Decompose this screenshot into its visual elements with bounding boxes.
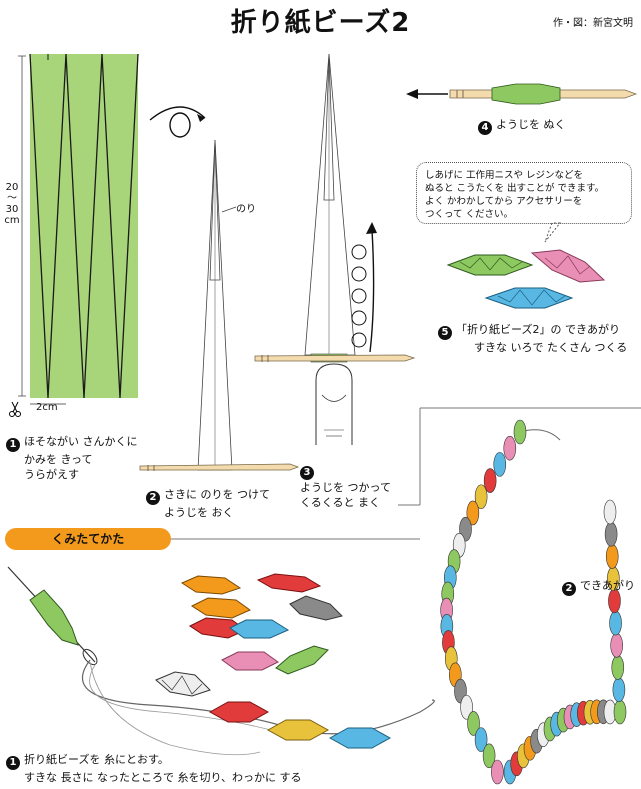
necklace-bead (605, 544, 619, 569)
necklace-bead (493, 452, 507, 477)
necklace-bead (513, 419, 527, 445)
necklace-bead (466, 500, 480, 526)
necklace-bead (474, 484, 488, 510)
toothpick-step2 (139, 463, 300, 471)
necklace-bead (482, 743, 496, 769)
page-title: 折り紙ビーズ2 (230, 8, 411, 38)
author-credit: 作・図：新宮文明 (553, 18, 633, 29)
necklace-bead (604, 521, 618, 547)
bead-blue-1 (484, 287, 574, 309)
necklace-bead (460, 694, 473, 720)
loose-beads (180, 573, 343, 675)
necklace-bead (610, 633, 623, 658)
paper-triangle-step3 (304, 53, 356, 363)
necklace-bead (603, 499, 617, 525)
section-header-assembly: くみたてかた (5, 528, 171, 550)
scissors-icon (9, 401, 21, 417)
rolling-arrow-icon (351, 222, 377, 353)
paper-triangle-step2 (197, 139, 237, 471)
necklace-bead (483, 468, 497, 493)
bead-pink-1 (530, 249, 606, 283)
necklace-bead (609, 610, 622, 636)
toothpick-step3 (254, 354, 416, 362)
step-5-text: 5「折り紙ビーズ2」の できあがり すきな いろで たくさん つくる (438, 322, 627, 355)
bead-green-1 (446, 254, 534, 276)
beads-on-thread (155, 671, 392, 749)
necklace-bead (611, 655, 625, 680)
necklace-bead (613, 699, 627, 725)
flip-arrow-icon (149, 106, 206, 138)
toothpick-step4 (406, 83, 638, 105)
finger-icon (315, 363, 353, 445)
necklace-bead (467, 711, 480, 736)
necklace-bead (612, 677, 626, 703)
necklace-bead (474, 727, 488, 752)
necklace-bead (491, 759, 504, 785)
glue-label: のり (236, 204, 256, 215)
finished-necklace (440, 419, 627, 785)
paper-strip (18, 53, 139, 405)
width-label: 2cm (36, 402, 58, 413)
needle-and-thread (7, 566, 435, 756)
step-3-text: 3 ようじを つかって くるくると まく (300, 466, 391, 509)
necklace-bead (503, 435, 517, 461)
finish-tip-bubble: しあげに 工作用ニスや レジンなどをぬると こうたくを 出すことが できます。よ… (416, 162, 632, 224)
